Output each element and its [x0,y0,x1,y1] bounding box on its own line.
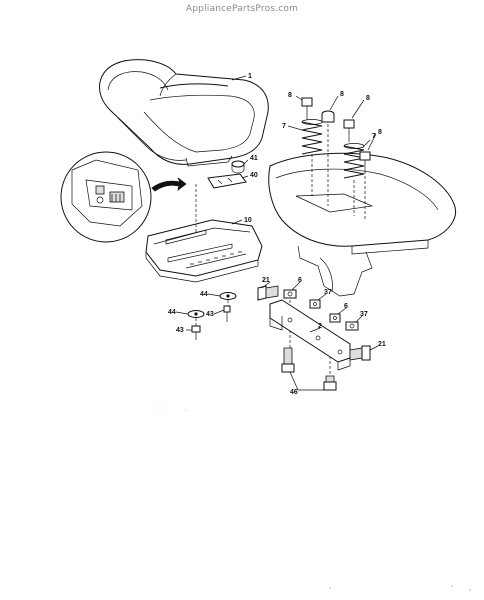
callout-8-b: 8 [340,91,344,98]
bolt-8-top-mid[interactable] [321,110,335,123]
callout-2: 2 [318,323,322,330]
screw-43-upper[interactable] [223,305,231,322]
callout-8-c: 8 [366,95,370,102]
callout-40: 40 [250,172,258,179]
washer-44-lower[interactable] [187,310,205,318]
callout-6-a: 6 [298,277,302,284]
leader-lines [175,75,379,391]
callout-37-b: 37 [360,311,368,318]
seat[interactable] [99,59,269,167]
nut-6-left[interactable] [283,289,297,299]
watermark: AppliancePartsPros.com [185,4,299,14]
bolt-21-right[interactable] [349,345,371,361]
callout-43-a: 43 [206,311,214,318]
bracket-2[interactable] [269,299,351,371]
bumper-41[interactable] [231,160,245,174]
callout-10: 10 [244,217,252,224]
bolt-21-left[interactable] [257,285,279,301]
nut-37-left[interactable] [309,299,321,309]
callout-21-b: 21 [378,341,386,348]
callout-8-d: 8 [378,129,382,136]
callout-44-b: 44 [168,309,176,316]
scan-specks [159,407,471,591]
spring-7-left[interactable] [301,119,323,155]
screw-43-lower[interactable] [191,325,201,340]
callout-7-b: 7 [372,133,376,140]
frame-plate [268,152,456,297]
bolt-8-right[interactable] [359,151,371,174]
callout-41: 41 [250,155,258,162]
bolt-46-left[interactable] [281,347,295,373]
callout-46: 46 [290,389,298,396]
clip-40[interactable] [207,173,247,189]
bolt-46-right[interactable] [323,375,337,391]
callout-43-b: 43 [176,327,184,334]
bolt-8-top-left[interactable] [301,97,313,120]
callout-6-b: 6 [344,303,348,310]
callout-21-a: 21 [262,277,270,284]
bolt-8-top-right[interactable] [343,119,355,142]
callout-1: 1 [248,73,252,80]
callout-8-a: 8 [288,92,292,99]
callout-44-a: 44 [200,291,208,298]
callout-37-a: 37 [324,289,332,296]
callout-7-a: 7 [282,123,286,130]
seat-pan[interactable] [145,219,263,283]
nut-37-right[interactable] [345,321,359,331]
washer-44-upper[interactable] [219,292,237,300]
inset-detail [60,151,187,243]
nut-6-right[interactable] [329,313,341,323]
